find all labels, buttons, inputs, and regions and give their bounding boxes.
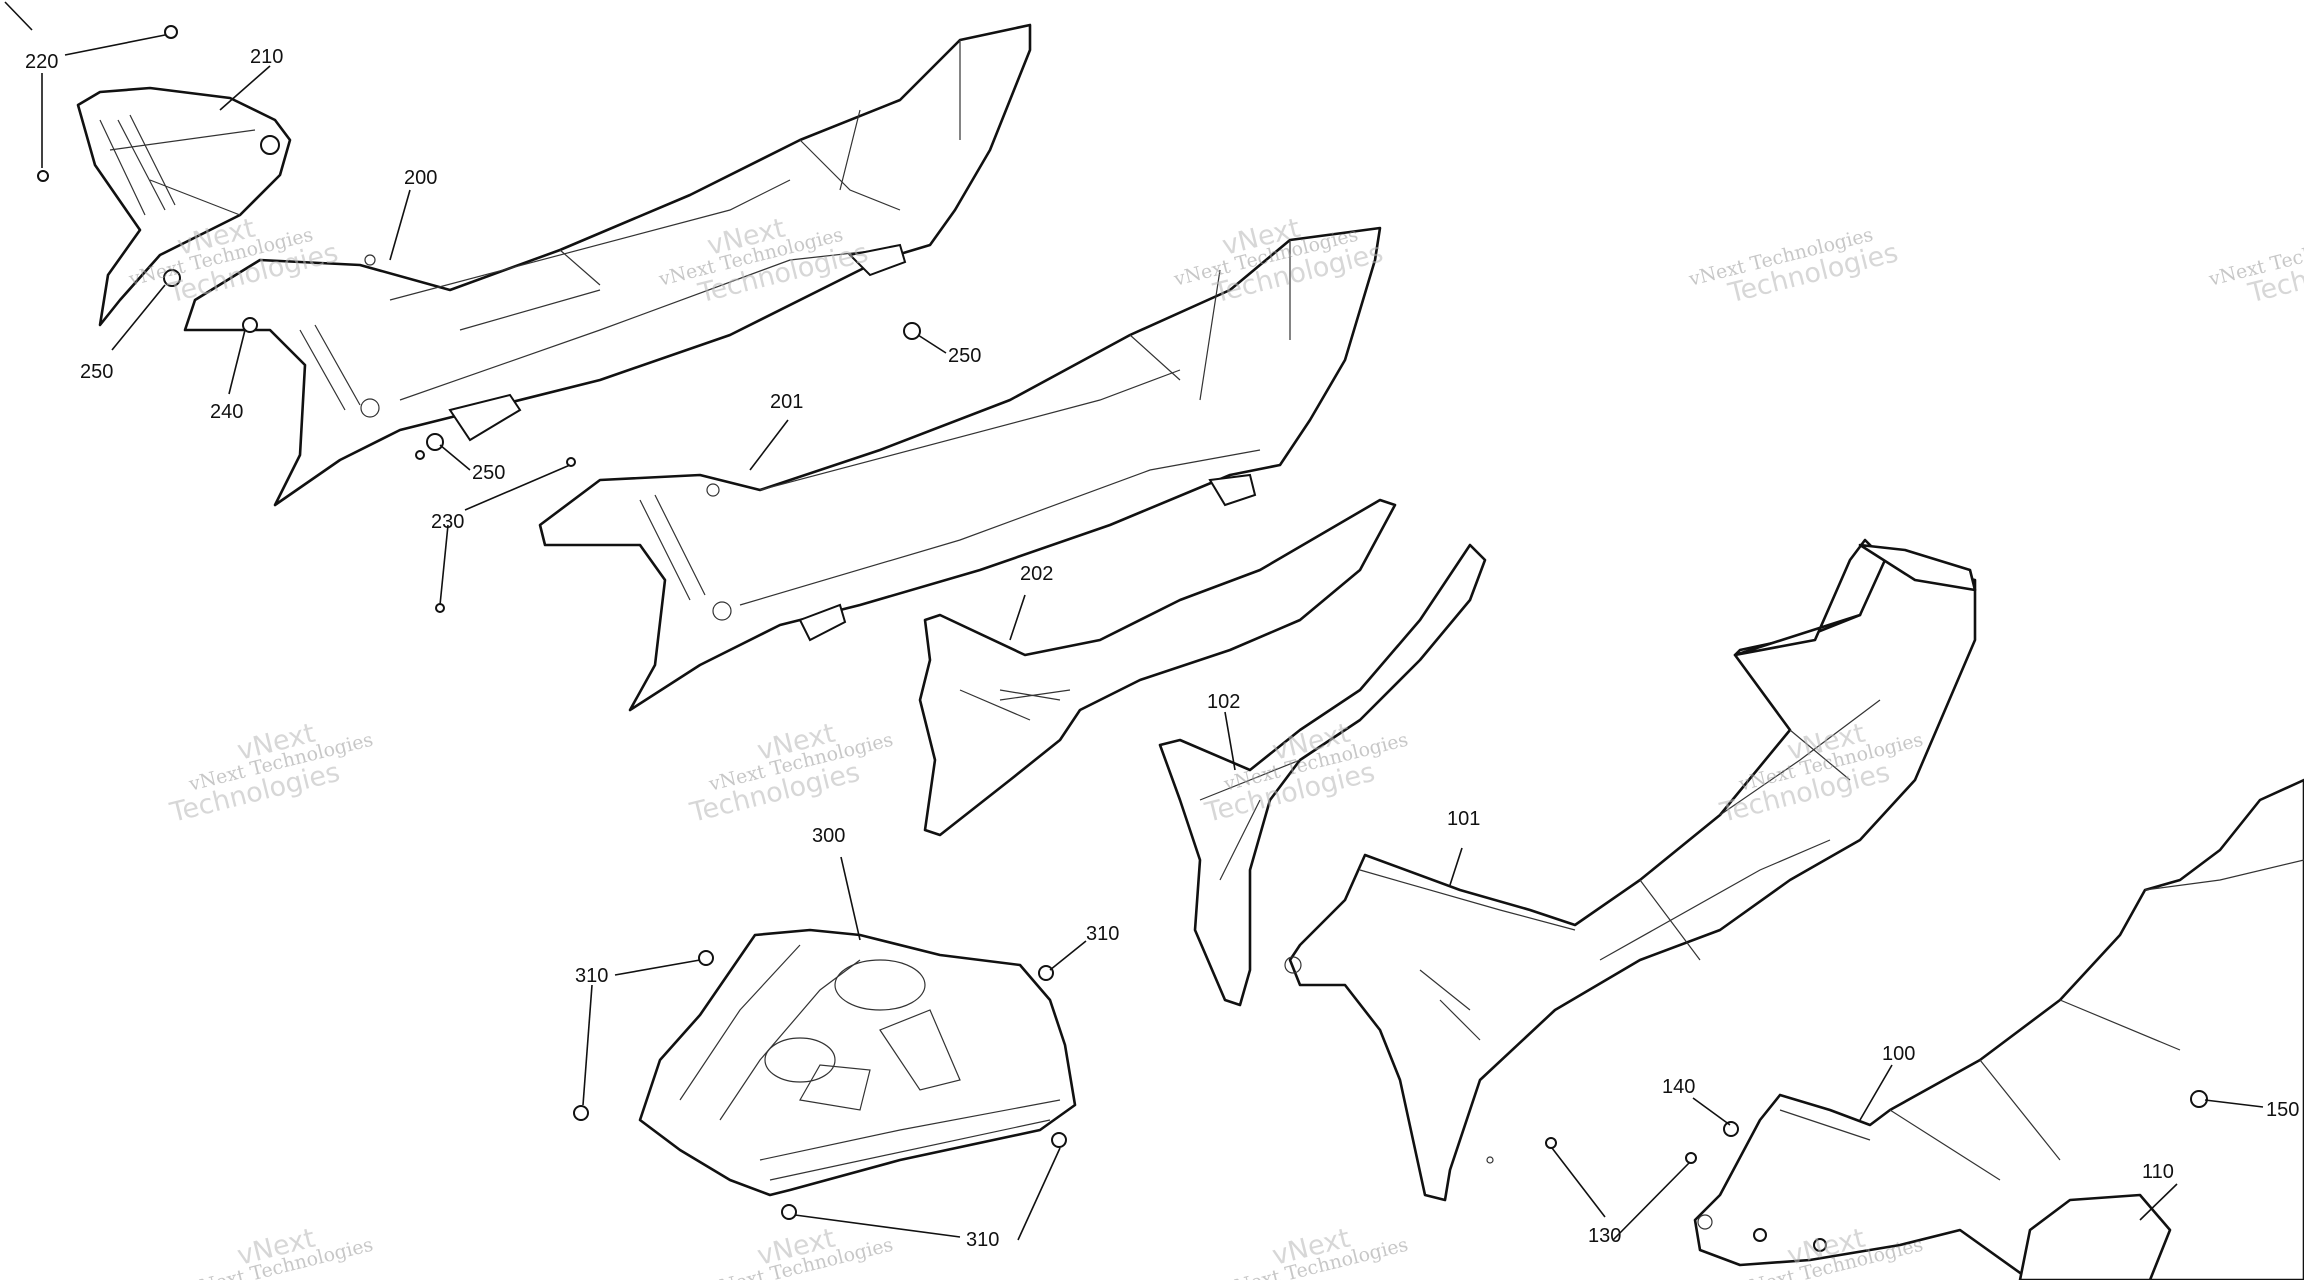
part-300 [638, 928, 1077, 1197]
callout-310-b: 310 [575, 965, 608, 987]
part-202 [918, 498, 1397, 837]
callout-130: 130 [1588, 1225, 1621, 1247]
callout-310-c: 310 [966, 1229, 999, 1251]
callout-310-a: 310 [1086, 923, 1119, 945]
callout-250-b: 250 [472, 462, 505, 484]
callout-220: 220 [25, 51, 58, 73]
callout-102: 102 [1207, 691, 1240, 713]
part-102 [1158, 543, 1487, 1007]
callout-100: 100 [1882, 1043, 1915, 1065]
callout-210: 210 [250, 46, 283, 68]
callout-230: 230 [431, 511, 464, 533]
callout-110: 110 [2142, 1161, 2174, 1183]
part-101 [1284, 538, 1977, 1202]
callout-300: 300 [812, 825, 845, 847]
callout-240: 240 [210, 401, 243, 423]
callout-250-a: 250 [80, 361, 113, 383]
callout-labels: 220 210 200 250 240 250 250 230 201 202 … [25, 46, 2299, 1251]
leader-lines [4, 1, 2264, 1241]
callout-101: 101 [1447, 808, 1480, 830]
callout-150: 150 [2266, 1099, 2299, 1121]
callout-202: 202 [1020, 563, 1053, 585]
part-100 [1693, 778, 2304, 1280]
part-200 [183, 23, 1032, 507]
callout-140: 140 [1662, 1076, 1695, 1098]
callout-200: 200 [404, 167, 437, 189]
hardware-fasteners [37, 25, 2208, 1252]
part-210 [76, 86, 292, 327]
part-201 [538, 226, 1382, 712]
callout-201: 201 [770, 391, 803, 413]
callout-250-c: 250 [948, 345, 981, 367]
